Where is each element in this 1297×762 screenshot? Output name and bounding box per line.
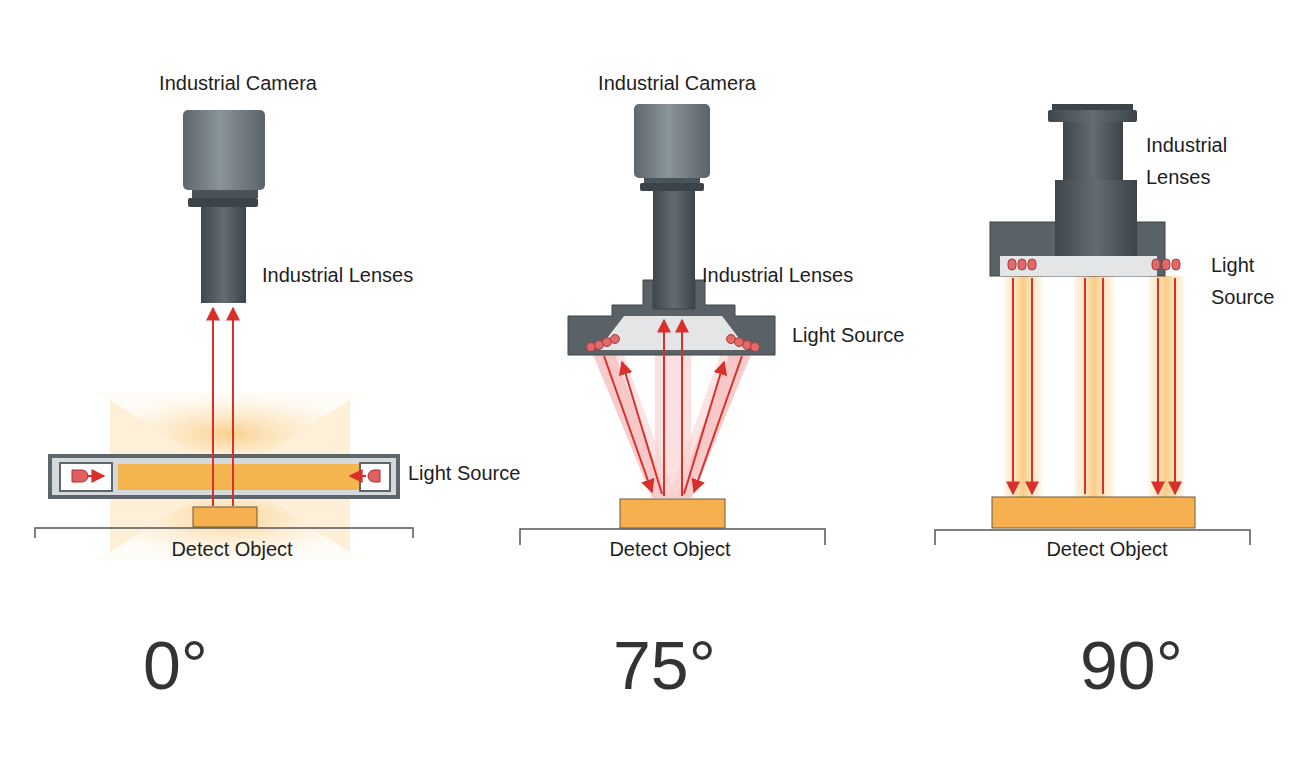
part-label: Light Source [408, 457, 520, 489]
led [368, 470, 380, 482]
angle-label: 90° [1080, 627, 1183, 703]
light-beam [1148, 276, 1184, 497]
part-label: Industrial Lenses [1146, 129, 1256, 193]
light-arrows [1013, 278, 1175, 494]
lens-ring [1052, 104, 1133, 110]
camera-body [183, 110, 265, 190]
part-label: Industrial Camera [598, 67, 756, 99]
part-label: Industrial Lenses [702, 259, 853, 291]
light-arrow [622, 362, 662, 494]
camera-body [634, 104, 710, 178]
panel-75deg [520, 104, 825, 545]
stage [35, 528, 413, 538]
part-label: Light Source [792, 319, 904, 351]
lens-barrel [201, 207, 246, 303]
light-arrow [232, 308, 234, 506]
light-arrow [88, 475, 104, 477]
object [193, 507, 257, 527]
ring-light-window [598, 316, 748, 350]
camera-mount [644, 178, 700, 183]
light-arrow [604, 356, 652, 492]
panel-0deg [35, 110, 413, 560]
lens-ring [1048, 110, 1137, 122]
part-label: Detect Object [171, 533, 292, 565]
light-bar [118, 464, 374, 490]
angle-label: 75° [613, 627, 716, 703]
bar-light-housing [50, 456, 398, 497]
lens-ring [188, 198, 258, 207]
part-label: Light Source [1211, 249, 1289, 313]
lens-barrel [1063, 122, 1123, 180]
lamp-cap [60, 463, 112, 491]
light-arrow [684, 362, 724, 494]
lens-ring [640, 183, 704, 191]
part-label: Detect Object [609, 533, 730, 565]
light-beam [1004, 276, 1042, 497]
led-row [1008, 259, 1180, 270]
light-arrow [663, 320, 665, 496]
object [992, 497, 1195, 528]
part-label: Industrial Lenses [262, 259, 413, 291]
lens-barrel [653, 191, 695, 309]
light-arrow [681, 320, 683, 496]
part-label: Detect Object [1046, 533, 1167, 565]
led-row [587, 335, 760, 352]
object [620, 499, 725, 528]
lens-barrel [1055, 180, 1137, 256]
light-beam [655, 355, 691, 498]
angle-label: 0° [143, 627, 208, 703]
part-label: Industrial Camera [159, 67, 317, 99]
light-beam [1074, 276, 1114, 497]
light-arrow [212, 308, 214, 506]
light-window [1000, 256, 1157, 276]
light-arrow [694, 356, 742, 492]
ring-light-housing [568, 280, 775, 355]
led [72, 470, 88, 482]
light-arrow [350, 475, 366, 477]
camera-mount [192, 190, 258, 198]
